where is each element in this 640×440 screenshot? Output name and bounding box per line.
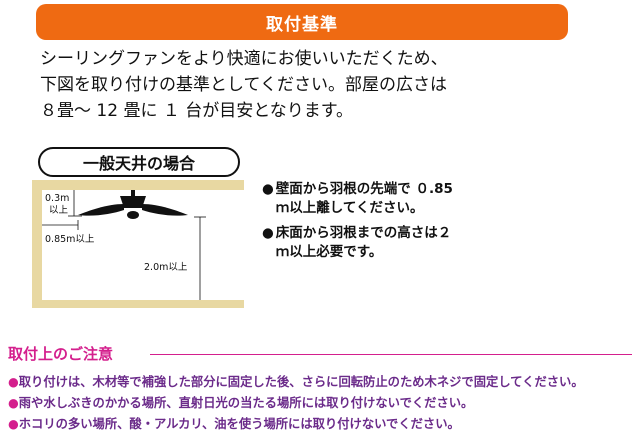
- section-pill: 一般天井の場合: [38, 147, 240, 177]
- section-title: 一般天井の場合: [82, 154, 195, 173]
- header-title: 取付基準: [266, 14, 338, 35]
- note-text: 壁面から羽根の先端で ０.85ｍ以上離してください。: [275, 181, 453, 216]
- bullet-icon: ●: [262, 181, 274, 197]
- label-height: 2.0m以上: [144, 262, 188, 273]
- caution-item: ●取り付けは、木材等で補強した部分に固定した後、さらに回転防止のため木ネジで固定…: [8, 372, 636, 393]
- caution-item: ●ホコリの多い場所、酸・アルカリ、油を使う場所には取り付けないでください。: [8, 414, 636, 435]
- label-top-1: 0.3m: [45, 193, 69, 204]
- floor: [32, 300, 244, 308]
- ceiling: [32, 180, 244, 190]
- left-wall: [32, 180, 42, 306]
- installation-diagram: 0.3m 以上 0.85m以上 2.0m以上: [32, 180, 244, 308]
- intro-text: シーリングファンをより快適にお使いいただくため、下図を取り付けの基準としてくださ…: [40, 49, 448, 121]
- caution-divider: [150, 354, 632, 355]
- caution-list: ●取り付けは、木材等で補強した部分に固定した後、さらに回転防止のため木ネジで固定…: [8, 372, 636, 435]
- caution-title: 取付上のご注意: [8, 343, 120, 364]
- caution-text: ホコリの多い場所、酸・アルカリ、油を使う場所には取り付けないでください。: [18, 417, 460, 431]
- ceiling-fan-icon: [78, 190, 188, 219]
- bullet-icon: ●: [8, 375, 19, 389]
- note-item: ● 壁面から羽根の先端で ０.85ｍ以上離してください。: [262, 180, 462, 218]
- bullet-icon: ●: [262, 225, 274, 241]
- caution-item: ●雨や水しぶきのかかる場所、直射日光の当たる場所には取り付けないでください。: [8, 393, 636, 414]
- section-header: 取付基準: [36, 4, 568, 40]
- caution-text: 雨や水しぶきのかかる場所、直射日光の当たる場所には取り付けないでください。: [18, 396, 474, 410]
- bullet-icon: ●: [8, 396, 19, 410]
- installation-notes: ● 壁面から羽根の先端で ０.85ｍ以上離してください。 ● 床面から羽根までの…: [262, 180, 462, 268]
- caution-text: 取り付けは、木材等で補強した部分に固定した後、さらに回転防止のため木ネジで固定し…: [18, 375, 584, 389]
- note-item: ● 床面から羽根までの高さは２ｍ以上必要です。: [262, 224, 462, 262]
- label-top-2: 以上: [49, 205, 69, 216]
- note-text: 床面から羽根までの高さは２ｍ以上必要です。: [275, 225, 452, 260]
- label-side: 0.85m以上: [45, 234, 95, 245]
- bullet-icon: ●: [8, 417, 19, 431]
